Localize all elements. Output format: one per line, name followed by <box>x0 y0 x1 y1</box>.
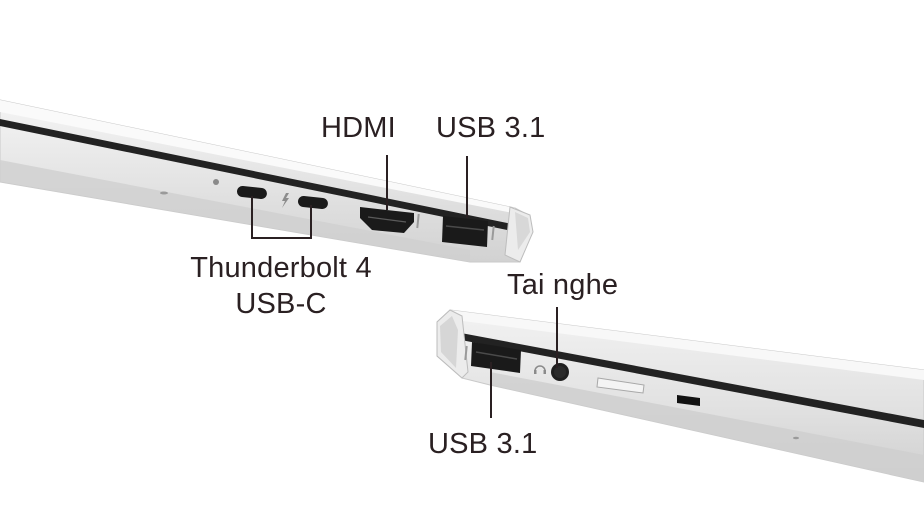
label-usb-a-right: USB 3.1 <box>436 112 546 144</box>
power-led-icon <box>213 179 219 185</box>
mic-dot <box>160 191 168 195</box>
usb-a-port-right <box>442 216 488 247</box>
label-hdmi: HDMI <box>321 112 396 144</box>
label-usb-c: USB-C <box>235 288 327 320</box>
usb-a-port-left <box>471 342 521 373</box>
laptop-right-side <box>0 99 534 263</box>
label-audio: Tai nghe <box>507 269 619 301</box>
mic-dot-left <box>793 436 799 440</box>
thunderbolt-icon <box>282 193 289 208</box>
thunderbolt-bracket <box>251 196 312 239</box>
usb-c-port-1 <box>236 186 267 199</box>
label-thunderbolt: Thunderbolt 4 <box>190 252 372 284</box>
headphone-icon <box>534 365 546 372</box>
laptop-left-side <box>436 307 924 483</box>
usb-c-port-2 <box>297 196 328 209</box>
security-lock-slot <box>677 395 700 406</box>
label-usb-a-left: USB 3.1 <box>428 428 538 460</box>
card-slot <box>596 377 645 394</box>
